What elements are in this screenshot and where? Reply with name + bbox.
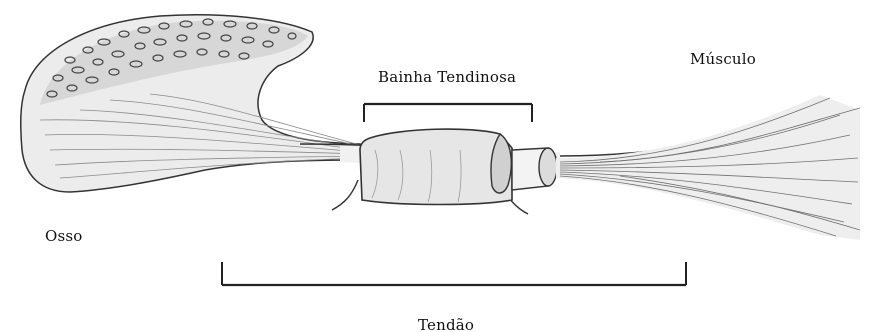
label-tendon: Tendão bbox=[418, 316, 474, 332]
muscle bbox=[556, 95, 860, 240]
tendon-bracket bbox=[222, 262, 686, 285]
bone bbox=[21, 15, 360, 192]
tendon-sheath bbox=[332, 129, 557, 214]
label-tendon-sheath: Bainha Tendinosa bbox=[378, 68, 516, 86]
sheath-bracket bbox=[364, 104, 532, 122]
label-muscle: Músculo bbox=[690, 50, 756, 68]
label-bone: Osso bbox=[45, 227, 83, 245]
